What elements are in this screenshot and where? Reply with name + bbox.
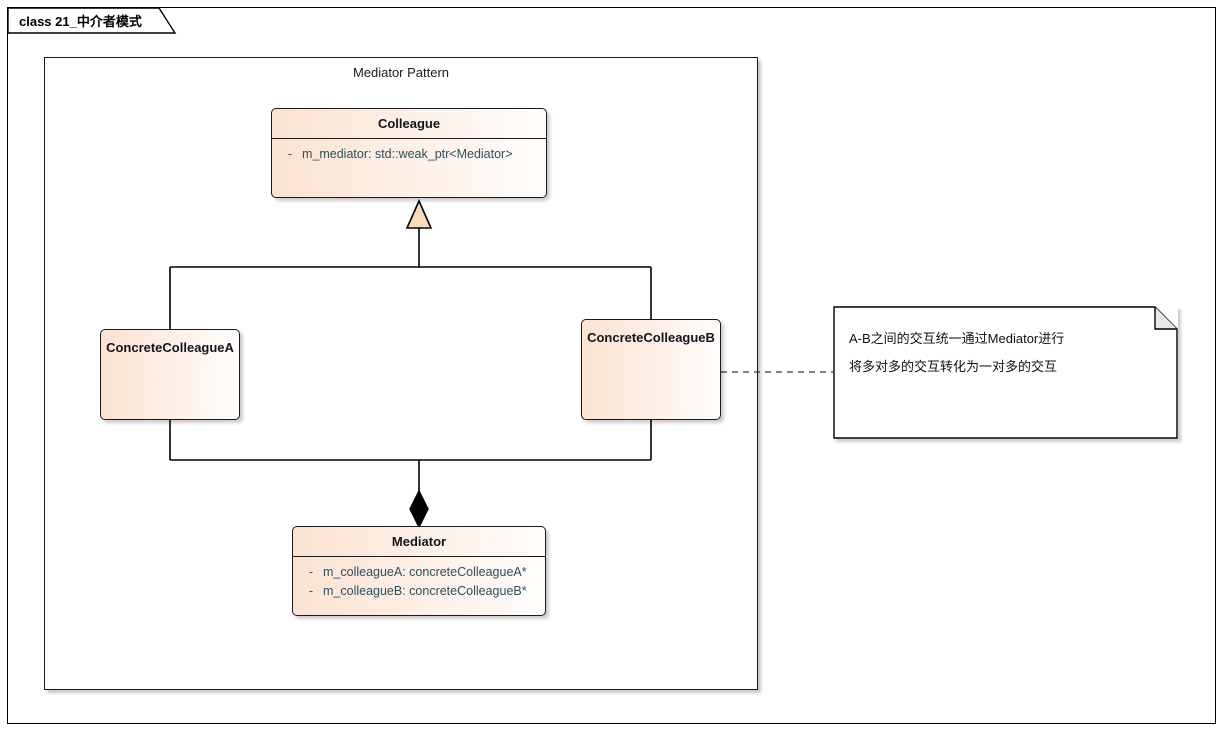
note-text: A-B之间的交互统一通过Mediator进行 将多对多的交互转化为一对多的交互 bbox=[849, 325, 1149, 381]
class-attribute-row: -m_colleagueA: concreteColleagueA* bbox=[293, 563, 545, 582]
attribute-text: m_mediator: std::weak_ptr<Mediator> bbox=[302, 147, 513, 161]
class-divider bbox=[293, 556, 545, 557]
class-attributes-colleague: -m_mediator: std::weak_ptr<Mediator> bbox=[272, 139, 546, 170]
note-shape bbox=[833, 306, 1178, 439]
class-name-concrete-colleague-a: ConcreteColleagueA bbox=[106, 340, 234, 355]
note-fold-corner-icon bbox=[1154, 307, 1177, 330]
class-attributes-mediator: -m_colleagueA: concreteColleagueA* -m_co… bbox=[293, 557, 545, 607]
class-attribute-row: -m_mediator: std::weak_ptr<Mediator> bbox=[272, 145, 546, 164]
visibility-marker: - bbox=[308, 584, 314, 598]
diagram-name-label: class 21_中介者模式 bbox=[19, 14, 142, 29]
pattern-frame-title: Mediator Pattern bbox=[352, 65, 450, 80]
class-name-mediator: Mediator bbox=[391, 534, 447, 549]
page-border bbox=[7, 7, 1216, 724]
note-line: 将多对多的交互转化为一对多的交互 bbox=[849, 359, 1058, 374]
note-box[interactable]: A-B之间的交互统一通过Mediator进行 将多对多的交互转化为一对多的交互 bbox=[833, 306, 1178, 439]
class-attribute-row: -m_colleagueB: concreteColleagueB* bbox=[293, 582, 545, 601]
attribute-text: m_colleagueA: concreteColleagueA* bbox=[323, 565, 527, 579]
attribute-text: m_colleagueB: concreteColleagueB* bbox=[323, 584, 527, 598]
class-divider bbox=[272, 138, 546, 139]
visibility-marker: - bbox=[287, 147, 293, 161]
note-line: A-B之间的交互统一通过Mediator进行 bbox=[849, 331, 1065, 346]
class-name-colleague: Colleague bbox=[377, 116, 441, 131]
class-box-concrete-colleague-b[interactable]: ConcreteColleagueB bbox=[581, 319, 721, 420]
class-name-concrete-colleague-b: ConcreteColleagueB bbox=[587, 330, 715, 345]
name-tab-shape bbox=[7, 7, 177, 34]
visibility-marker: - bbox=[308, 565, 314, 579]
class-box-mediator[interactable]: Mediator -m_colleagueA: concreteColleagu… bbox=[292, 526, 546, 616]
class-box-colleague[interactable]: Colleague -m_mediator: std::weak_ptr<Med… bbox=[271, 108, 547, 198]
class-box-concrete-colleague-a[interactable]: ConcreteColleagueA bbox=[100, 329, 240, 420]
